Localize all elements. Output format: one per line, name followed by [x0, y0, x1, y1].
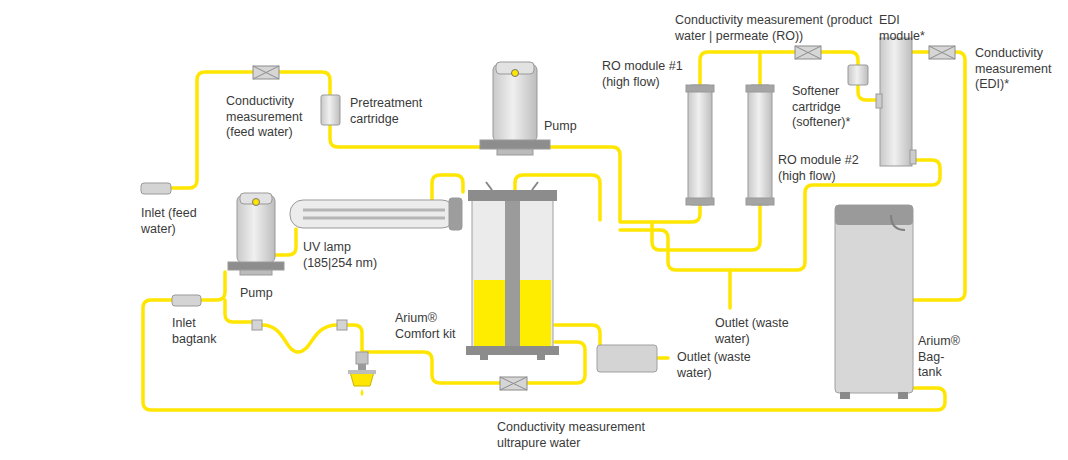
dispenser	[348, 352, 376, 396]
component-label: Arium® Bag-tank	[918, 334, 966, 381]
inlet-feed	[141, 183, 171, 194]
component-label: Conductivity measurement ultrapure water	[497, 420, 672, 451]
component-label: Inlet (feed water)	[141, 206, 213, 237]
component-label: Conductivity measurement (product water …	[675, 13, 885, 44]
component-label: Softener cartridge (softener)*	[792, 84, 867, 131]
component-label: RO module #2 (high flow)	[778, 153, 863, 184]
pump-top	[480, 62, 550, 155]
inlet-bagtank	[172, 295, 201, 306]
valve	[252, 320, 262, 330]
uv-lamp	[290, 198, 462, 230]
softener-cartridge	[848, 65, 868, 85]
component-label: Inlet bagtank	[172, 316, 222, 347]
ro-modules	[686, 85, 774, 205]
component-label: Pretreatment cartridge	[350, 96, 435, 127]
pump-bottom	[228, 193, 284, 275]
edi-module	[876, 38, 916, 166]
component-label: UV lamp (185|254 nm)	[303, 240, 393, 271]
pipes	[143, 52, 965, 410]
component-label: RO module #1 (high flow)	[602, 59, 687, 90]
component-label: EDI module*	[879, 13, 929, 44]
component-label: Conductivity measurement (feed water)	[226, 94, 311, 141]
component-label: Outlet (waste water)	[677, 350, 757, 381]
comfort-kit	[466, 182, 559, 360]
component-label: Pump	[240, 286, 280, 302]
pretreatment-cartridge	[321, 95, 340, 125]
component-label: Outlet (waste water)	[715, 316, 795, 347]
component-label: Pump	[544, 119, 584, 135]
component-label: Arium® Comfort kit	[395, 311, 467, 342]
valve	[337, 320, 347, 330]
waste-outlet-box	[597, 345, 657, 372]
bagtank	[835, 205, 913, 399]
component-label: Conductivity measurement (EDI)*	[975, 46, 1063, 93]
